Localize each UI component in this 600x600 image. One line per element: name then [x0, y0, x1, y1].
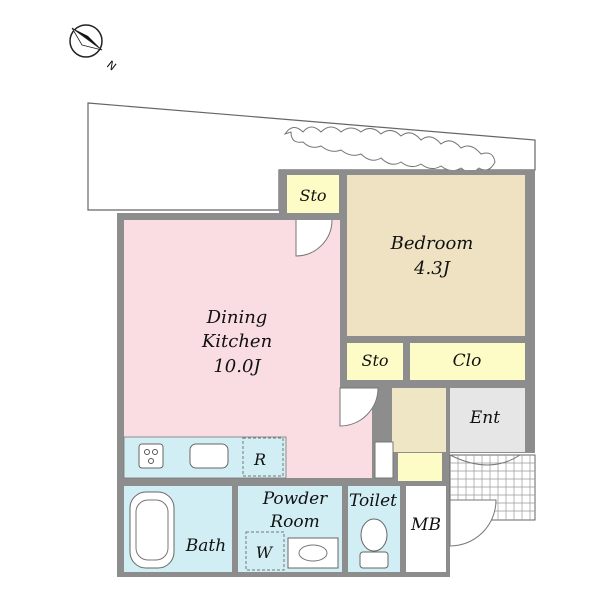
refrigerator-label: R — [253, 450, 266, 469]
dining-label-line2: Kitchen — [201, 331, 272, 352]
meter-box: MB — [406, 486, 446, 572]
compass-north-icon: N — [69, 24, 119, 73]
washer-label: W — [256, 543, 274, 562]
wash-basin-icon — [287, 537, 339, 569]
hallway — [374, 388, 446, 481]
closet-label: Clo — [453, 351, 482, 371]
door-swing — [339, 387, 379, 427]
dining-label-line1: Dining — [206, 307, 268, 328]
storage-top: Sto — [287, 175, 339, 213]
bedroom-size: 4.3J — [413, 258, 452, 279]
dining-size: 10.0J — [213, 356, 262, 377]
storage-mid: Sto — [347, 343, 403, 380]
shrubbery — [283, 126, 496, 173]
bedroom: Bedroom 4.3J — [347, 175, 525, 336]
bath: Bath — [124, 486, 232, 572]
stove-icon — [138, 443, 164, 469]
powder-label-line2: Room — [269, 512, 319, 532]
entry-porch — [449, 454, 536, 547]
door-swing — [295, 219, 333, 257]
terrace — [87, 102, 536, 211]
storage-mid-label: Sto — [361, 351, 388, 370]
refrigerator-space — [242, 437, 284, 477]
entry-door-swing — [449, 499, 497, 547]
compass-label: N — [104, 58, 118, 73]
bath-label: Bath — [185, 536, 226, 556]
toilet-room: Toilet — [348, 486, 400, 572]
sink-icon — [189, 443, 229, 469]
powder-room: W Powder Room — [238, 486, 342, 572]
washer-space — [245, 531, 285, 571]
bathtub-icon — [129, 491, 175, 569]
meter-box-label: MB — [410, 515, 441, 535]
closet: Clo — [410, 343, 525, 380]
bedroom-label: Bedroom — [390, 233, 474, 254]
entrance-label: Ent — [469, 408, 500, 428]
toilet-icon — [359, 518, 389, 569]
toilet-label: Toilet — [349, 491, 397, 511]
entrance: Ent — [450, 388, 525, 452]
powder-label-line1: Powder — [262, 489, 328, 509]
storage-top-label: Sto — [299, 186, 326, 205]
dining-kitchen: R Dining Kitchen 10.0J — [123, 219, 379, 479]
